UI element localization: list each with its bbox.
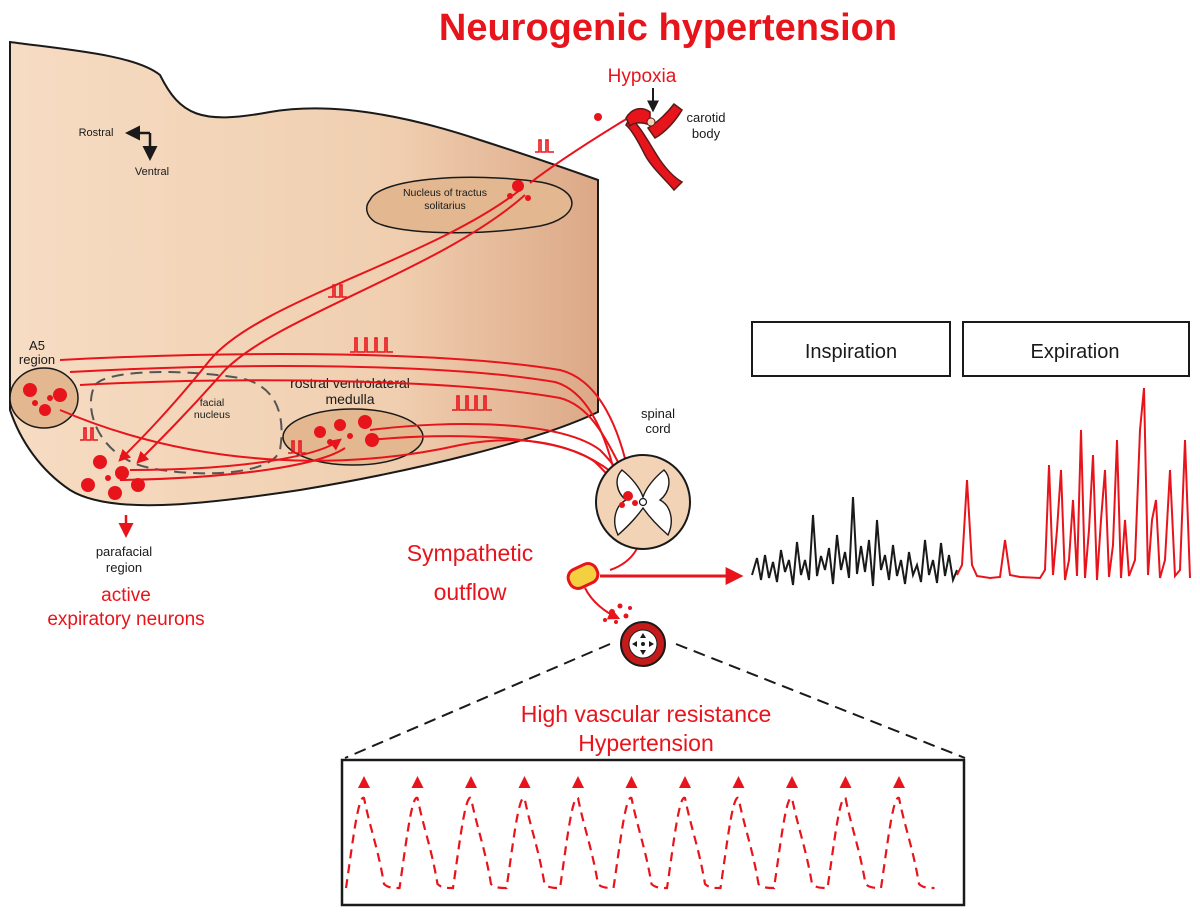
nts-label-line2: solitarius [424,200,465,212]
spinal-cord-section [595,454,691,550]
hypoxia-label: Hypoxia [608,66,677,87]
carotid-body-line2: body [692,126,721,141]
rvlm-label-line2: medulla [325,391,374,407]
parafacial-label-line2: region [106,560,142,575]
pressure-peak-arrow [839,776,852,788]
rostral-label: Rostral [79,127,114,139]
inspiration-box[interactable] [751,321,951,377]
blood-pressure-box [340,758,966,907]
pressure-peak-arrow [786,776,798,788]
afferent-terminal [594,113,602,121]
zoom-guide-right [675,643,966,759]
facial-label-line2: nucleus [194,409,230,421]
active-neurons-line2: expiratory neurons [47,609,204,630]
a5-label-line1: A5 [29,338,45,353]
pressure-peak-arrow [679,776,691,788]
facial-label-line1: facial [200,397,225,409]
carotid-body-line1: carotid [686,110,725,125]
spinal-cord-line1: spinal [641,406,675,421]
sympathetic-to-vessel-path [584,587,621,620]
diagram-title: Neurogenic hypertension [439,7,897,49]
pressure-peak-arrow [465,776,477,788]
sympathetic-ganglion [566,562,600,590]
spike-trains [80,139,554,454]
sympathetic-outflow-line1: Sympathetic [407,540,534,566]
pressure-peak-arrow [893,776,905,788]
nts-region [365,176,573,234]
blood-vessel-section [620,621,666,667]
expiration-label: Expiration [1031,341,1120,363]
a5-region [9,367,79,429]
resistance-label-line2: Hypertension [578,730,714,756]
blood-pressure-trace [344,776,935,890]
spinal-cord-line2: cord [645,421,670,436]
neuron-clusters [23,180,531,500]
zoom-guide-left [344,643,611,759]
rvlm-label-line1: rostral ventrolateral [290,375,410,391]
sympathetic-terminal-cluster [603,603,632,624]
orientation-indicator [125,125,158,161]
a5-label-line2: region [19,352,55,367]
nts-label-line1: Nucleus of tractus [403,187,487,199]
inspiration-label: Inspiration [805,341,897,363]
expiration-activity-trace [956,387,1191,581]
pressure-peak-arrow [732,776,745,788]
pressure-peak-arrow [625,776,638,788]
expiration-box[interactable] [962,321,1190,377]
pressure-peak-arrow [518,776,531,788]
pressure-peak-arrow [411,776,424,788]
active-neurons-line1: active [101,585,151,606]
pressure-peak-arrow [572,776,584,788]
pressure-waveform [344,796,935,890]
carotid-body [625,102,684,192]
parafacial-label-line1: parafacial [96,544,152,559]
neural-pathways [59,117,645,571]
sympathetic-outflow-line2: outflow [434,579,507,605]
inspiration-activity-trace [751,496,958,587]
ventral-label: Ventral [135,166,169,178]
resistance-label-line1: High vascular resistance [521,701,772,727]
pressure-peak-arrow [358,776,370,788]
